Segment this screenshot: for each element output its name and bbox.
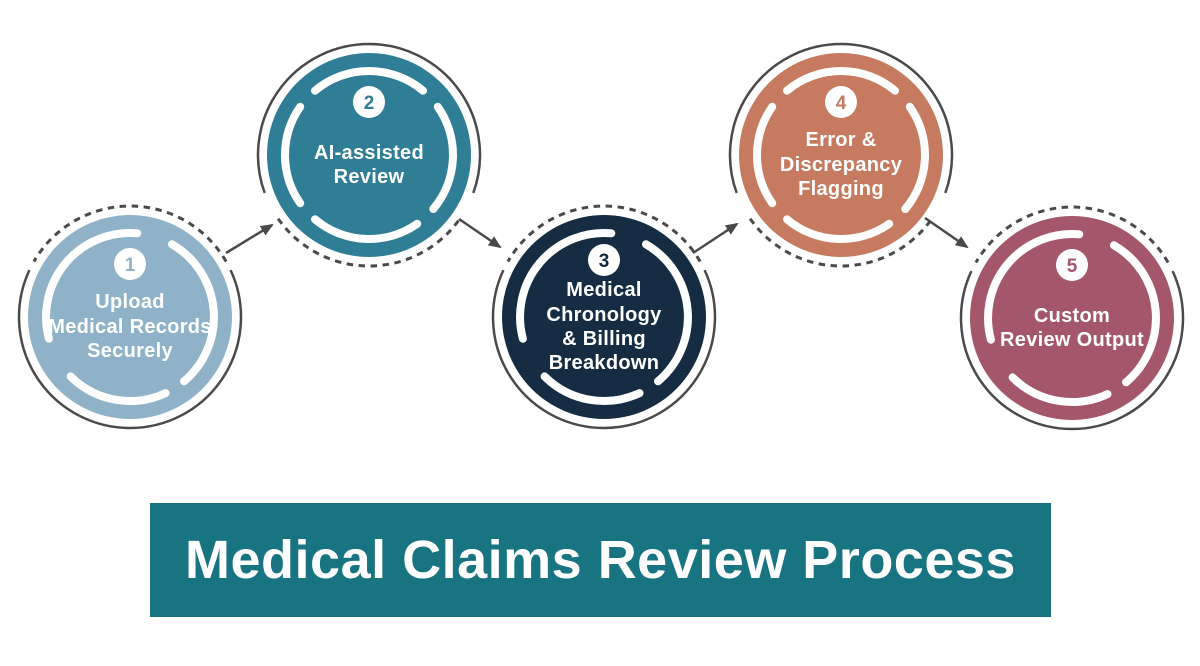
connector-arrow-1 (225, 223, 274, 255)
step-4-number-badge (825, 86, 857, 118)
step-2-inner-arc (311, 215, 422, 243)
step-4-inner-arc (783, 215, 894, 243)
title-banner: Medical Claims Review Process (150, 503, 1051, 617)
step-4-node: 4 Error & Discrepancy Flagging (726, 40, 956, 270)
step-5-inner-arc (1110, 241, 1160, 387)
step-4-number: 4 (836, 93, 847, 114)
step-3-outer-solid-ring (491, 269, 717, 430)
step-3-inner-arc (540, 372, 644, 405)
step-3-inner-arc (642, 240, 692, 386)
step-1-node: 1 Upload Medical Records Securely (15, 202, 245, 432)
step-4-outer-dashed-ring (748, 217, 934, 268)
step-1-inner-arc (42, 228, 142, 343)
step-2-inner-arc (311, 67, 427, 95)
step-5-number: 5 (1067, 256, 1078, 277)
step-1-number: 1 (125, 255, 136, 276)
step-5-label: Custom Review Output (1000, 304, 1144, 351)
title-text: Medical Claims Review Process (185, 530, 1016, 590)
step-3-number-badge (588, 244, 620, 276)
step-1-number-badge (114, 248, 146, 280)
connector-arrow-4 (924, 216, 969, 249)
step-4-outer-solid-ring (728, 42, 954, 194)
step-5-outer-solid-ring (959, 270, 1185, 431)
step-4-label: Error & Discrepancy Flagging (779, 129, 903, 201)
step-2-inner-arc (280, 102, 305, 208)
step-2-outer-dashed-ring (276, 217, 462, 268)
step-1-inner-arc (66, 372, 170, 405)
step-1-inner-arc (168, 240, 218, 386)
step-2-outer-solid-ring (256, 42, 482, 194)
step-2-node: 2 AI-assisted Review (254, 40, 484, 270)
step-5-inner-arc (1008, 373, 1112, 406)
step-4-inner-arc (752, 102, 777, 208)
step-2-label: AI-assisted Review (313, 141, 424, 188)
step-4-inner-arc (901, 102, 929, 213)
step-3-node: 3 Medical Chronology & Billing Breakdown (489, 202, 719, 432)
connector-arrow-3 (692, 222, 739, 255)
step-3-disc (502, 215, 706, 419)
step-1-label: Upload Medical Records Securely (48, 291, 212, 363)
step-1-outer-solid-ring (17, 269, 243, 430)
step-5-number-badge (1056, 249, 1088, 281)
step-2-number: 2 (364, 93, 375, 114)
step-4-disc (739, 53, 943, 257)
step-4-inner-arc (783, 67, 899, 95)
step-5-inner-arc (984, 229, 1084, 344)
step-3-label: Medical Chronology & Billing Breakdown (546, 279, 662, 375)
step-5-node: 5 Custom Review Output (957, 203, 1187, 433)
step-3-number: 3 (599, 251, 610, 272)
step-2-disc (267, 53, 471, 257)
step-2-inner-arc (429, 102, 457, 213)
step-5-disc (970, 216, 1174, 420)
step-2-number-badge (353, 86, 385, 118)
step-3-inner-arc (516, 228, 616, 343)
step-1-disc (28, 215, 232, 419)
connector-arrow-2 (458, 217, 502, 249)
